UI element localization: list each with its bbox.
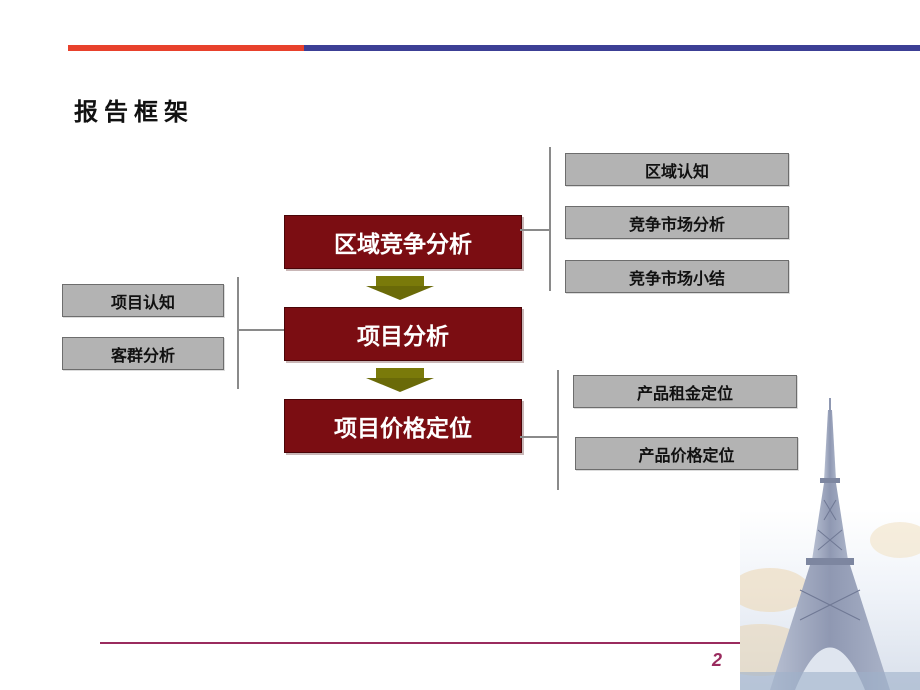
box-project-awareness: 项目认知 bbox=[62, 284, 224, 317]
header-bar-red bbox=[68, 45, 304, 51]
box-regional-competition: 区域竞争分析 bbox=[284, 215, 522, 269]
box-customer-analysis: 客群分析 bbox=[62, 337, 224, 370]
page-number: 2 bbox=[712, 650, 723, 670]
box-project-price-positioning: 项目价格定位 bbox=[284, 399, 522, 453]
footer-line bbox=[100, 642, 740, 644]
slide-title: 报告框架 bbox=[74, 97, 194, 126]
down-arrow-icon bbox=[366, 368, 434, 392]
eiffel-tower-illustration bbox=[740, 398, 920, 690]
bracket-line bbox=[557, 370, 559, 490]
connector-line bbox=[520, 436, 558, 438]
down-arrow-icon bbox=[366, 276, 434, 300]
bracket-line bbox=[237, 277, 239, 389]
box-competitive-market-summary: 竞争市场小结 bbox=[565, 260, 789, 293]
connector-line bbox=[520, 229, 550, 231]
bracket-line bbox=[549, 147, 551, 291]
box-project-analysis: 项目分析 bbox=[284, 307, 522, 361]
header-bar-blue bbox=[304, 45, 920, 51]
box-product-rent-positioning: 产品租金定位 bbox=[573, 375, 797, 408]
box-competitive-market-analysis: 竞争市场分析 bbox=[565, 206, 789, 239]
box-product-price-positioning: 产品价格定位 bbox=[575, 437, 798, 470]
connector-line bbox=[238, 329, 284, 331]
box-regional-awareness: 区域认知 bbox=[565, 153, 789, 186]
